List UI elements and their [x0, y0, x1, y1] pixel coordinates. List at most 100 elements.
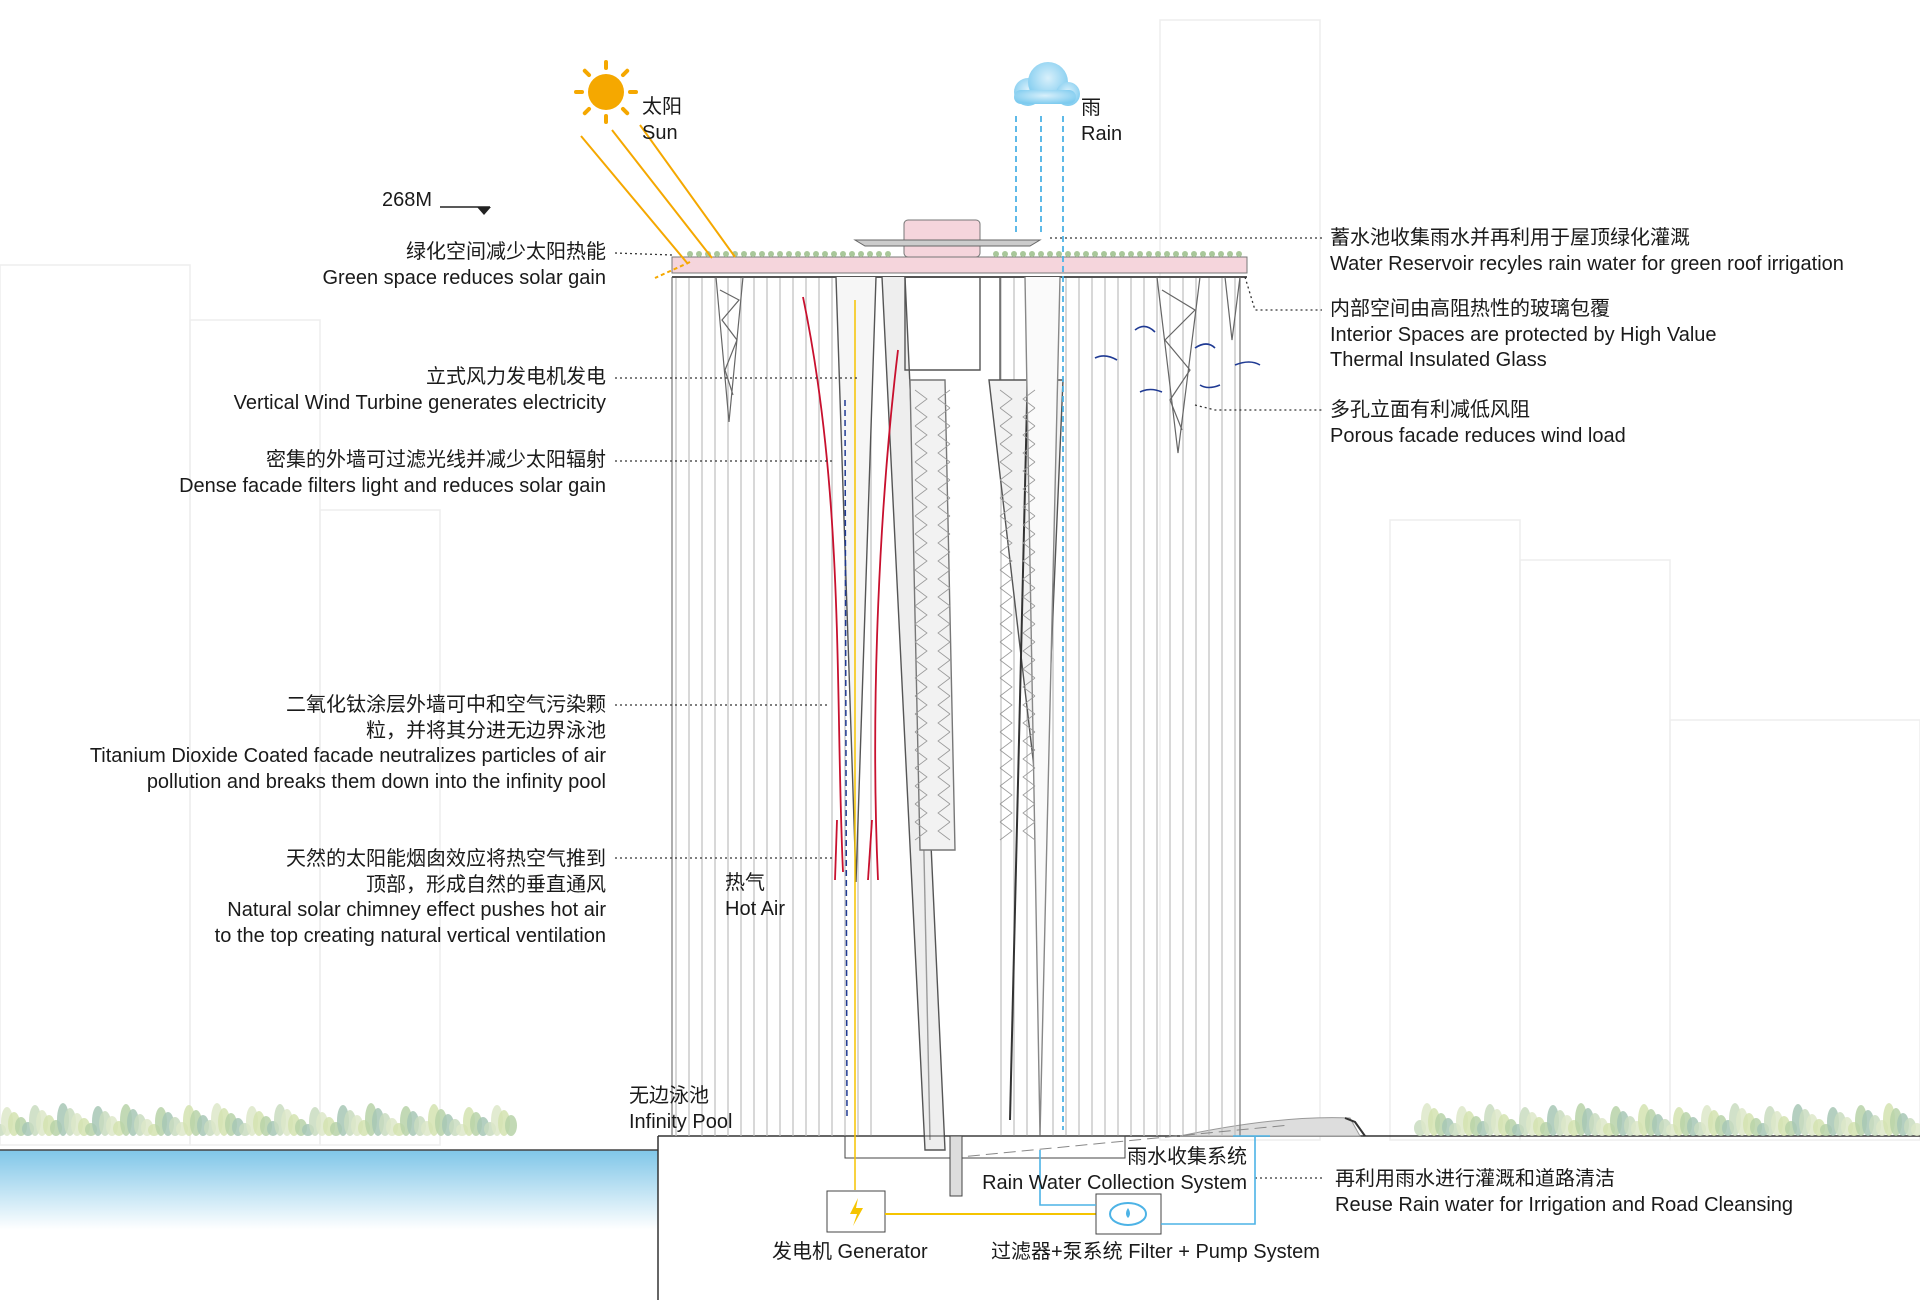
- roof-plant: [849, 251, 855, 257]
- roof-plant: [1182, 251, 1188, 257]
- rain-lines: [1015, 116, 1064, 1130]
- lattice-mark: [914, 641, 1036, 661]
- lattice-mark: [914, 821, 1036, 841]
- trees: [0, 1103, 1920, 1136]
- roof-slab: [671, 256, 1248, 274]
- lattice-mark: [914, 569, 1036, 589]
- roof-plant: [1200, 251, 1206, 257]
- sun-ray: [620, 68, 630, 78]
- roof-plant: [1047, 251, 1053, 257]
- roof-plant: [1155, 251, 1161, 257]
- lattice-mark: [914, 749, 1036, 769]
- roof-plant: [1002, 251, 1008, 257]
- roof-plant: [1038, 251, 1044, 257]
- leader-lines: [614, 237, 1325, 1179]
- recycle-water-icon: [1109, 1202, 1147, 1226]
- lattice-mark: [914, 425, 1036, 445]
- roof-plant: [822, 251, 828, 257]
- sun-rays: [580, 124, 736, 279]
- roof-plant: [1236, 251, 1242, 257]
- roof-plant: [795, 251, 801, 257]
- sun-icon: [574, 60, 638, 124]
- lattice-mark: [914, 803, 1036, 823]
- roof-plant: [1137, 251, 1143, 257]
- lattice-mark: [914, 461, 1036, 481]
- roof-plant: [876, 251, 882, 257]
- wind-arrows: [1094, 325, 1261, 393]
- roof-plant: [750, 251, 756, 257]
- lattice-mark: [914, 389, 1036, 409]
- roof-plant: [741, 251, 747, 257]
- lattice-mark: [914, 659, 1036, 679]
- roof-plant: [1029, 251, 1035, 257]
- background-city: [0, 19, 1920, 1146]
- roof-plant: [1020, 251, 1026, 257]
- roof-plant: [1092, 251, 1098, 257]
- roof-plant: [1164, 251, 1170, 257]
- roof-pavilion: [903, 219, 981, 258]
- roof-plant: [1209, 251, 1215, 257]
- roof-plant: [1146, 251, 1152, 257]
- lattice-mark: [914, 695, 1036, 715]
- lattice-mark: [914, 623, 1036, 643]
- filter-pump-label: 过滤器+泵系统 Filter + Pump System: [991, 1241, 1320, 1263]
- roof-plant: [1227, 251, 1233, 257]
- roof-plant: [759, 251, 765, 257]
- roof-plant: [1056, 251, 1062, 257]
- lattice-mark: [914, 713, 1036, 733]
- lattice-mark: [914, 677, 1036, 697]
- roof-plant: [1011, 251, 1017, 257]
- generator-label: 发电机 Generator: [772, 1241, 928, 1263]
- sun-ray: [582, 68, 592, 78]
- roof-plant: [831, 251, 837, 257]
- roof-plant: [1191, 251, 1197, 257]
- roof-plant: [804, 251, 810, 257]
- lattice-mark: [914, 407, 1036, 427]
- height-marker: 268M: [382, 189, 433, 211]
- roof-plant: [768, 251, 774, 257]
- lattice-mark: [914, 785, 1036, 805]
- lattice-mark: [914, 443, 1036, 463]
- tree: [505, 1115, 517, 1136]
- hot-air-arrows: [802, 296, 899, 881]
- sun-ray: [582, 106, 592, 116]
- roof-plant: [714, 251, 720, 257]
- lattice-mark: [914, 533, 1036, 553]
- roof-plant: [840, 251, 846, 257]
- roof-plant: [1173, 251, 1179, 257]
- roof-plant: [687, 251, 693, 257]
- lattice-mark: [914, 731, 1036, 751]
- roof-plant: [1074, 251, 1080, 257]
- lattice-mark: [914, 605, 1036, 625]
- lightning-icon: [850, 1198, 863, 1226]
- tree: [1911, 1123, 1920, 1136]
- roof-plant: [858, 251, 864, 257]
- lattice-mark: [914, 767, 1036, 787]
- roof-plant: [1128, 251, 1134, 257]
- cloud-icon: [1014, 62, 1080, 106]
- lattice-mark: [914, 479, 1036, 499]
- green-roof: [687, 251, 1242, 257]
- roof-plant: [1119, 251, 1125, 257]
- roof-plant: [885, 251, 891, 257]
- lattice-mark: [914, 587, 1036, 607]
- roof-plant: [1101, 251, 1107, 257]
- roof-plant: [723, 251, 729, 257]
- roof-plant: [993, 251, 999, 257]
